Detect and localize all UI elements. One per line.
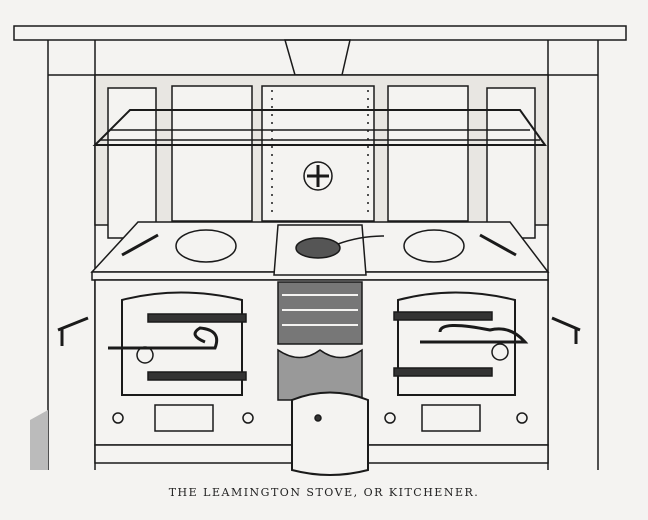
back-recess [94, 74, 549, 239]
vent-icon [303, 161, 333, 191]
caption: THE LEAMINGTON STOVE, OR KITCHENER. [168, 486, 480, 499]
hob [90, 221, 550, 281]
plate-rack [92, 109, 547, 146]
stove-body [57, 279, 581, 476]
